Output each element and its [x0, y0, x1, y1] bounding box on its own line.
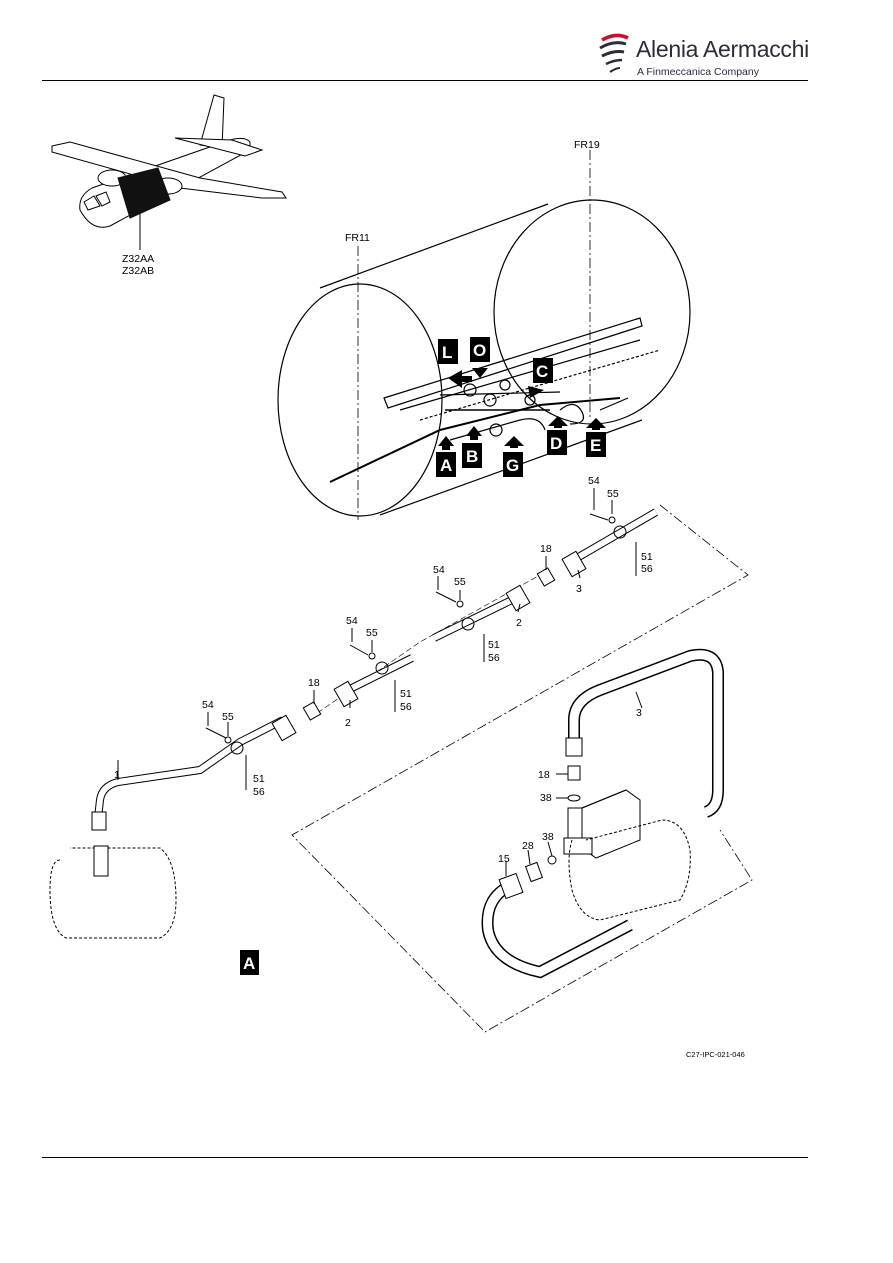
svg-text:B: B [466, 447, 478, 466]
item-15-label: 15 [498, 853, 510, 865]
item-28-label: 28 [522, 840, 534, 852]
detail-view-label: A [240, 950, 259, 975]
item-54-label: 54 [202, 699, 214, 711]
zone-label-z32ab: Z32AB [122, 265, 154, 277]
item-51-label: 51 [400, 688, 412, 700]
view-callout-a: A [436, 436, 456, 477]
item-54-label: 54 [346, 615, 358, 627]
item-55-label: 55 [454, 576, 466, 588]
svg-text:E: E [590, 436, 601, 455]
detail-view-a [49, 488, 753, 1033]
item-54-label: 54 [588, 475, 600, 487]
item-3-label: 3 [636, 707, 642, 719]
svg-text:G: G [506, 456, 519, 475]
item-number-labels: 1 54 55 51 56 18 2 54 55 51 56 54 55 51 … [114, 475, 653, 865]
view-callout-l: L [438, 339, 472, 388]
view-callout-d: D [547, 416, 568, 455]
svg-text:D: D [550, 434, 562, 453]
svg-text:O: O [473, 341, 486, 360]
brand-tagline: A Finmeccanica Company [637, 66, 759, 78]
item-56-label: 56 [253, 786, 265, 798]
logo-swoosh-icon [599, 33, 629, 73]
footer-divider [42, 1157, 808, 1158]
item-1-label: 1 [114, 769, 120, 781]
view-callout-c: C [528, 358, 553, 398]
aircraft-overview [51, 94, 287, 250]
item-51-label: 51 [641, 551, 653, 563]
item-51-label: 51 [488, 639, 500, 651]
item-51-label: 51 [253, 773, 265, 785]
item-2-label: 2 [516, 617, 522, 629]
item-18-label: 18 [538, 769, 550, 781]
fuselage-cylinder [277, 150, 691, 520]
frame-label-fr11: FR11 [345, 232, 370, 244]
item-38-label: 38 [540, 792, 552, 804]
company-logo: Alenia Aermacchi A Finmeccanica Company [596, 30, 809, 82]
item-55-label: 55 [222, 711, 234, 723]
view-callouts: L O C A B G D [436, 337, 606, 477]
brand-name: Alenia Aermacchi [636, 36, 809, 62]
item-18-label: 18 [308, 677, 320, 689]
item-55-label: 55 [607, 488, 619, 500]
svg-text:A: A [243, 954, 255, 973]
item-38-label: 38 [542, 831, 554, 843]
zone-label-z32aa: Z32AA [122, 253, 154, 265]
view-callout-o: O [470, 337, 490, 378]
item-54-label: 54 [433, 564, 445, 576]
header-divider [42, 80, 808, 81]
item-56-label: 56 [641, 563, 653, 575]
item-18-label: 18 [540, 543, 552, 555]
item-3-label: 3 [576, 583, 582, 595]
view-callout-e: E [586, 418, 606, 457]
item-55-label: 55 [366, 627, 378, 639]
svg-text:A: A [440, 456, 452, 475]
figure-reference: C27-IPC-021-046 [686, 1050, 745, 1059]
view-callout-b: B [462, 426, 482, 468]
view-callout-g: G [503, 436, 524, 477]
item-56-label: 56 [488, 652, 500, 664]
item-56-label: 56 [400, 701, 412, 713]
item-2-label: 2 [345, 717, 351, 729]
svg-text:L: L [442, 343, 452, 362]
svg-text:C: C [536, 362, 548, 381]
frame-label-fr19: FR19 [574, 139, 600, 151]
